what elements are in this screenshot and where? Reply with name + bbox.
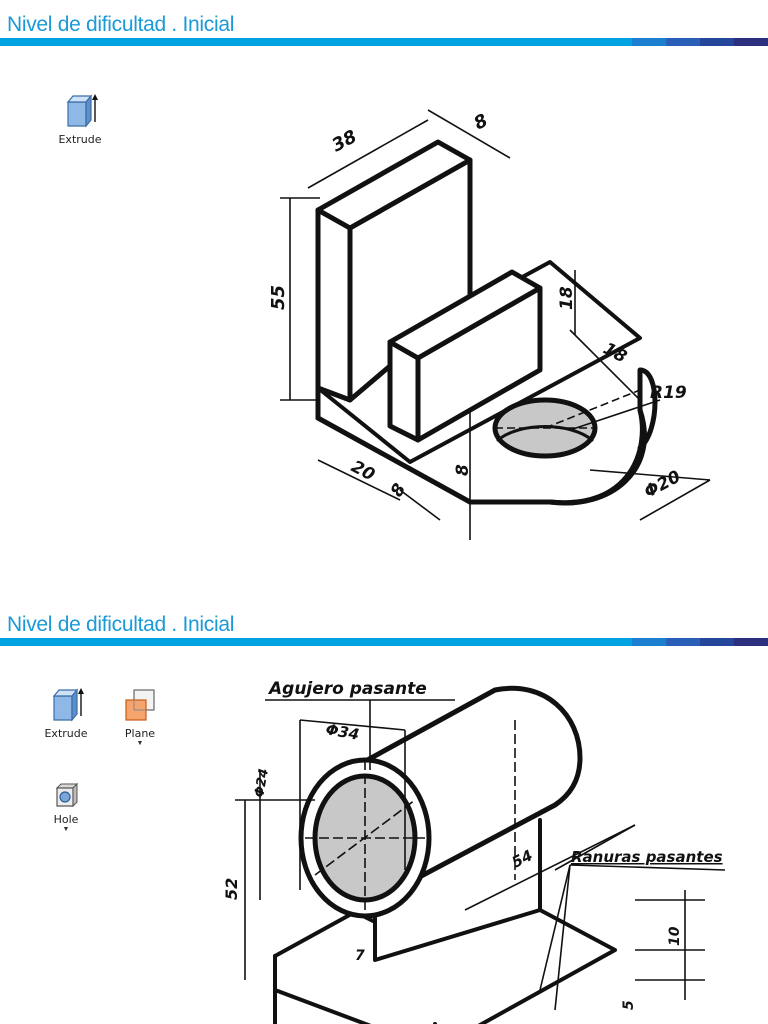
dim-18-vertical: 18: [557, 286, 577, 310]
dim-54: 54: [509, 846, 536, 871]
hole-tool[interactable]: Hole ▼: [36, 780, 96, 833]
isometric-drawing-2: Agujero pasante Ranuras pasantes Φ34 Φ24…: [222, 679, 726, 1024]
back-wall-front: [315, 207, 353, 403]
dim-phi34: Φ34: [324, 720, 360, 744]
extrude-icon: [66, 94, 98, 128]
tool-label: Extrude: [58, 133, 102, 146]
title-rule: [0, 38, 768, 46]
extrude-tool[interactable]: Extrude: [36, 686, 96, 740]
slide-title: Nivel de dificultad . Inicial: [7, 13, 235, 36]
back-wall-top: [315, 139, 473, 231]
note-through-hole: Agujero pasante: [267, 679, 427, 699]
dim-10: 10: [667, 926, 683, 946]
rib-top: [387, 269, 543, 361]
slide-1: Nivel de dificultad . Inicial Extrude: [0, 13, 768, 540]
tool-label: Extrude: [44, 727, 88, 740]
dim-8-height: 8: [453, 464, 473, 476]
dim-7: 7: [355, 948, 365, 964]
dim-phi20: Φ20: [641, 467, 684, 503]
dim-r19: R19: [650, 383, 687, 403]
chevron-down-icon[interactable]: ▼: [136, 740, 144, 747]
extrude-icon: [52, 688, 84, 722]
isometric-drawing-1: 38 8 55 18 18 R19 20 8 8 Φ20: [268, 109, 711, 540]
plane-icon: [125, 689, 155, 721]
dim-52: 52: [222, 878, 241, 900]
tool-label: Plane: [124, 727, 156, 740]
dim-55: 55: [268, 285, 289, 310]
plane-tool[interactable]: Plane ▼: [110, 686, 170, 747]
dim-20: 20: [348, 457, 378, 486]
extrude-tool[interactable]: Extrude: [50, 92, 110, 146]
base-front: [273, 954, 437, 1024]
dim-38: 38: [328, 126, 360, 156]
chevron-down-icon[interactable]: ▼: [62, 826, 70, 833]
note-through-slots: Ranuras pasantes: [571, 848, 723, 866]
dim-5: 5: [621, 1000, 637, 1010]
tool-label: Hole: [53, 813, 79, 826]
hole-icon: [55, 782, 79, 808]
dim-phi24: Φ24: [252, 767, 272, 798]
title-rule: [0, 638, 768, 646]
dim-8-base: 8: [387, 480, 410, 500]
slide-title: Nivel de dificultad . Inicial: [7, 613, 235, 636]
slide-2: Nivel de dificultad . Inicial Extrude Pl…: [0, 600, 768, 1024]
dim-8-top: 8: [470, 110, 491, 134]
